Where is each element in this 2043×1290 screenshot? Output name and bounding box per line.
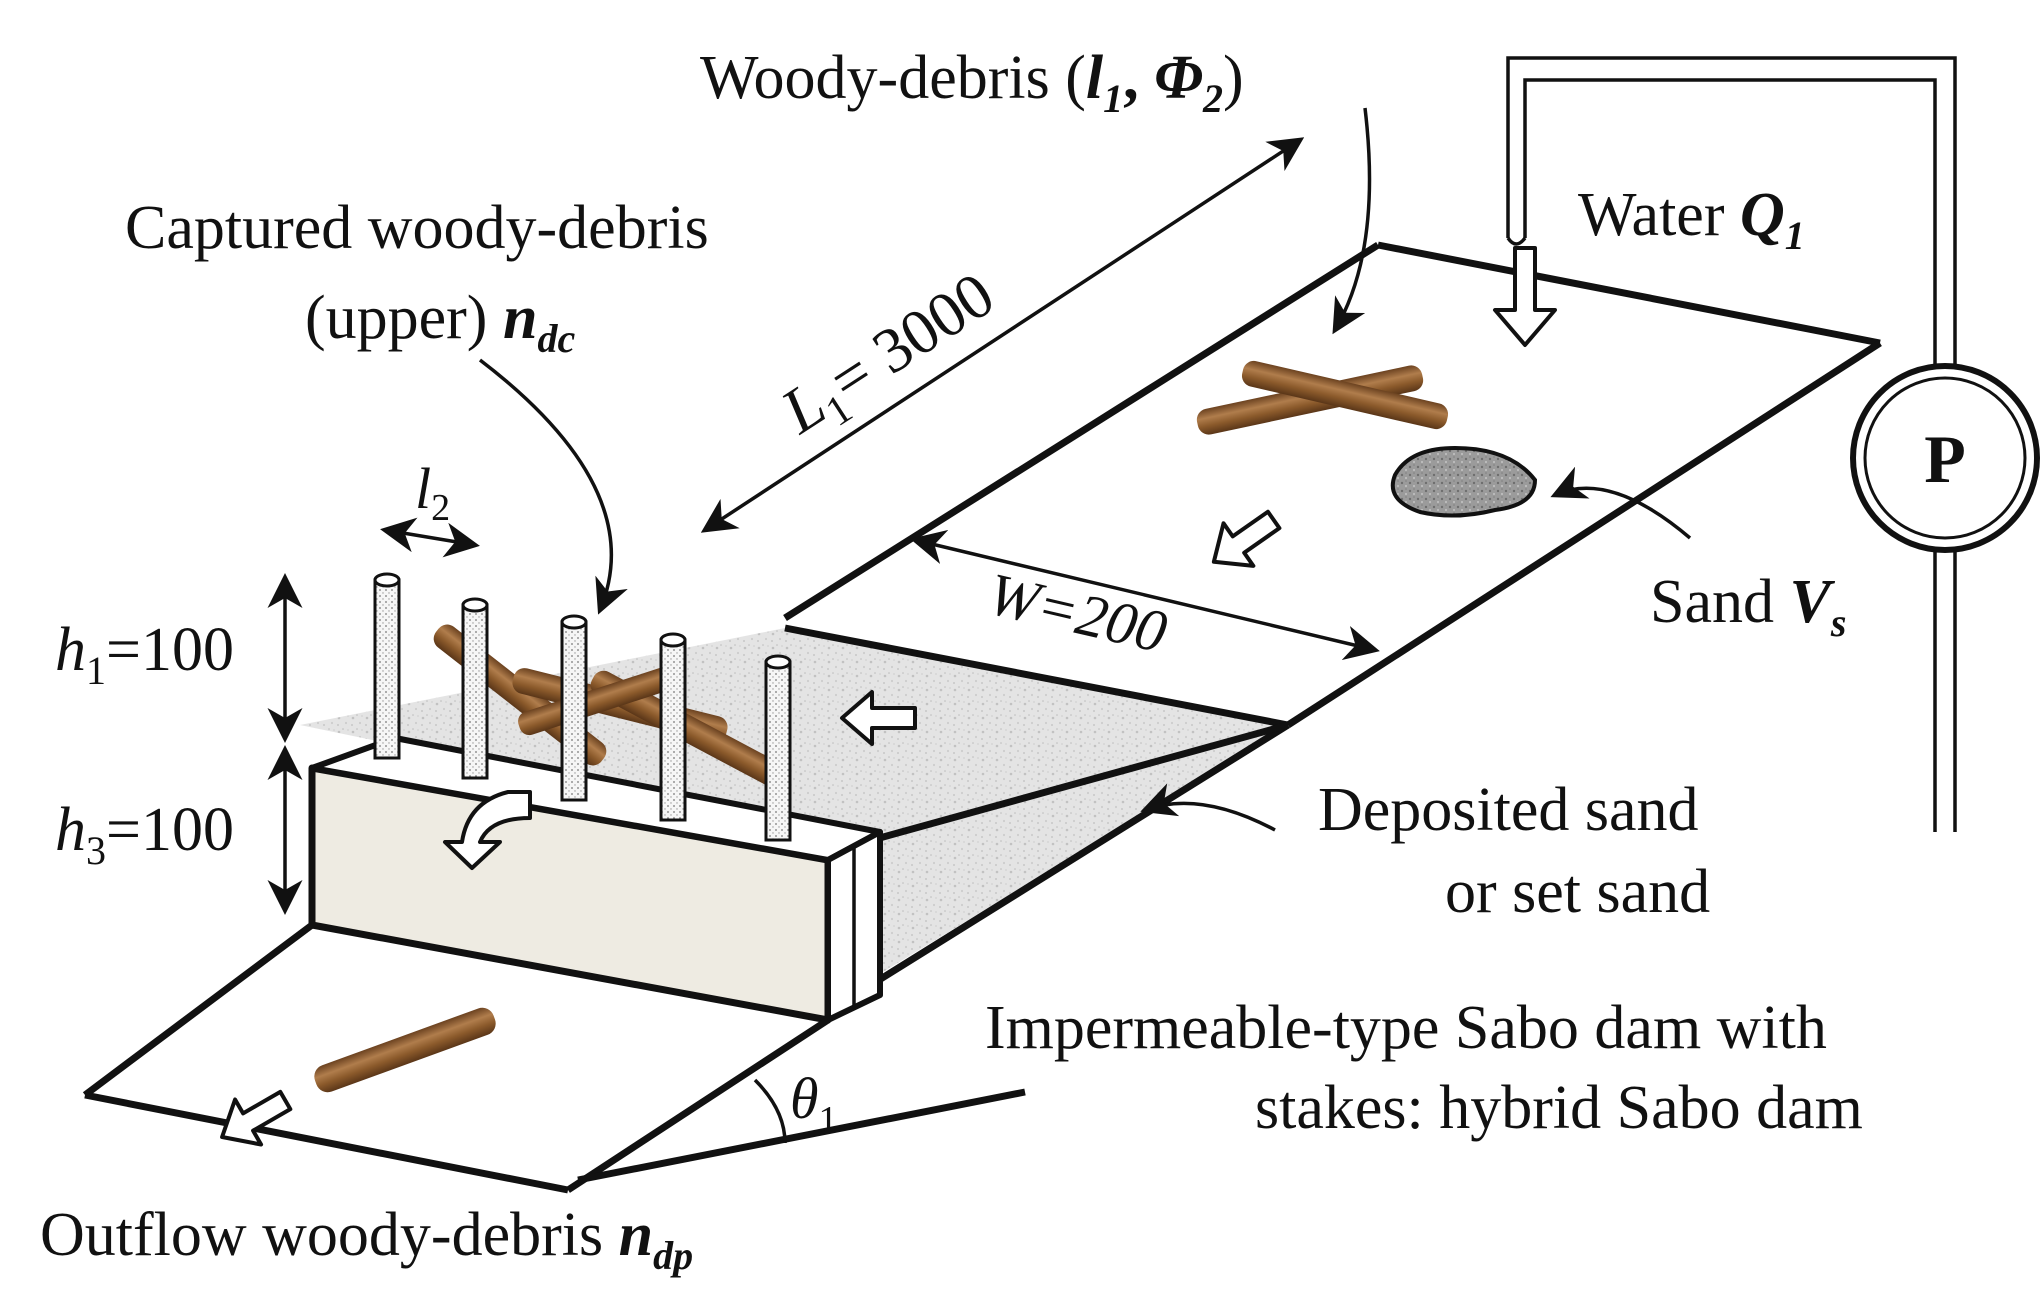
width-dimension-arrow [910,529,1380,661]
slope-reference-line [577,1088,1026,1184]
captured-leader [478,358,628,615]
outflow-label: Outflow woody-debris ndp [40,1201,693,1278]
deposited-label-line1: Deposited sand [1318,776,1699,844]
angle-label: θ1 [790,1066,838,1141]
angle-arc [753,1078,787,1144]
dam-label-line2: stakes: hybrid Sabo dam [1255,1074,1863,1142]
sand-label: Sand Vs [1650,568,1846,645]
water-label: Water Q1 [1578,181,1805,258]
overflow-arrow [443,790,532,870]
flow-arrow-mid [1211,509,1282,568]
deposited-leader [1140,783,1276,832]
length-label: L1= 3000 [768,258,1011,455]
stakes [373,572,792,842]
length-dimension-arrow [700,137,1305,533]
dam-label-line1: Impermeable-type Sabo dam with [985,994,1827,1062]
stake-spacing-label: l2 [415,456,450,529]
width-label: W=200 [982,560,1173,665]
captured-label-line2: (upper) ndc [305,284,575,361]
sabo-dam [308,735,883,1024]
outflow-arrow [220,1089,293,1147]
water-inflow-arrow [1493,246,1557,347]
h3-label: h3=100 [55,796,234,873]
woody-debris-leader [1332,107,1372,335]
sand-leader [1550,466,1692,540]
sand-rock-icon [1390,445,1538,518]
captured-label-line1: Captured woody-debris [125,194,709,262]
downstream-apron [82,922,830,1194]
flow-arrow-deposit [840,690,917,746]
stake-spacing-arrow [380,517,480,558]
outflow-woody-debris-log [314,1007,496,1093]
woody-debris-upstream [1196,360,1449,435]
woody-debris-label: Woody-debris (l1, Φ2) [700,44,1244,121]
h1-label: h1=100 [55,616,234,693]
deposited-label-line2: or set sand [1445,858,1710,926]
pump-label: P [1924,421,1966,497]
pump-icon: P [1850,363,2040,553]
